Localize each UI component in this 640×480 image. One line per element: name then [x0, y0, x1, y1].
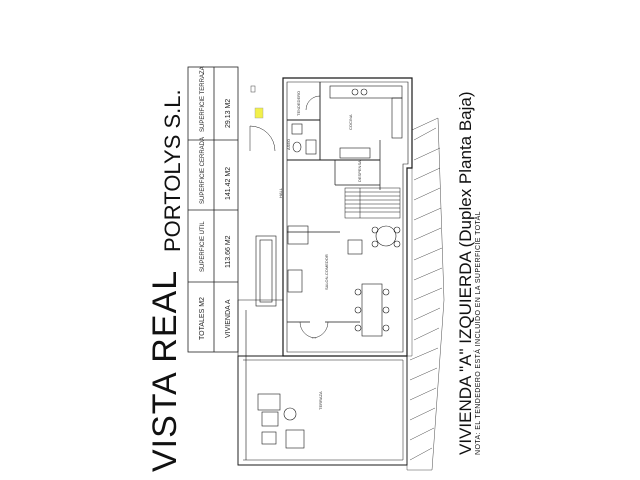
terrace-furniture — [257, 393, 305, 449]
round-table — [371, 225, 401, 248]
door-swings — [249, 95, 329, 339]
small-marker — [250, 85, 256, 93]
garden-hatch — [406, 117, 445, 471]
table-header-terraza: SUPERFICIE TERRAZA — [200, 66, 206, 132]
room-label-salon: SALON-COMEDOR — [324, 254, 329, 290]
room-label-hall: HALL — [278, 187, 283, 198]
table-header-cerrada: SUPERFICIE CERRADA — [200, 137, 206, 204]
table-cell-vivienda: VIVIENDA A — [225, 299, 232, 338]
terrace-boundary — [243, 359, 404, 461]
table-cell-util: 113.66 M2 — [225, 235, 232, 268]
dining-table — [354, 283, 390, 337]
entry-strip — [237, 299, 283, 465]
room-label-terraza: TERRAZA — [318, 391, 323, 410]
table-cell-cerrada: 141.42 M2 — [225, 167, 232, 200]
staircase — [344, 187, 401, 219]
sofa-set — [255, 225, 309, 307]
exterior-wall-inner — [286, 81, 409, 353]
table-header-totales: TOTALES M2 — [199, 297, 206, 340]
table-header-util: SUPERFICIE UTIL — [200, 221, 206, 272]
table-cell-terraza: 29.13 M2 — [225, 99, 232, 128]
room-label-cocina: COCINA — [348, 114, 353, 130]
room-label-tendedero: TENDEDERO — [296, 91, 301, 116]
highlight-mark — [254, 107, 264, 119]
room-label-aseo: ASEO — [286, 139, 291, 150]
room-label-despensa: DESPENSA — [357, 160, 362, 182]
bathroom-fixtures — [291, 123, 317, 155]
kitchen-counters — [329, 85, 403, 159]
